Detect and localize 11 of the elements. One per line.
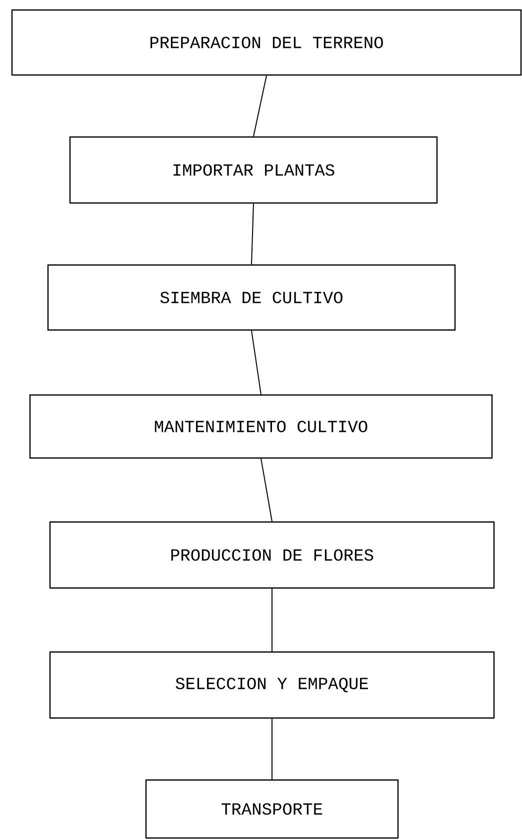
process-box: PREPARACION DEL TERRENO: [11, 9, 522, 76]
process-box: SIEMBRA DE CULTIVO: [47, 264, 456, 331]
process-box: PRODUCCION DE FLORES: [49, 521, 495, 589]
connector-line: [260, 458, 272, 522]
process-box: SELECCION Y EMPAQUE: [49, 651, 495, 719]
process-box: TRANSPORTE: [145, 779, 399, 839]
process-box: IMPORTAR PLANTAS: [69, 136, 438, 204]
connector-line: [251, 203, 254, 265]
connector-line: [253, 75, 267, 137]
process-box: MANTENIMIENTO CULTIVO: [29, 394, 493, 459]
connector-line: [251, 330, 262, 395]
